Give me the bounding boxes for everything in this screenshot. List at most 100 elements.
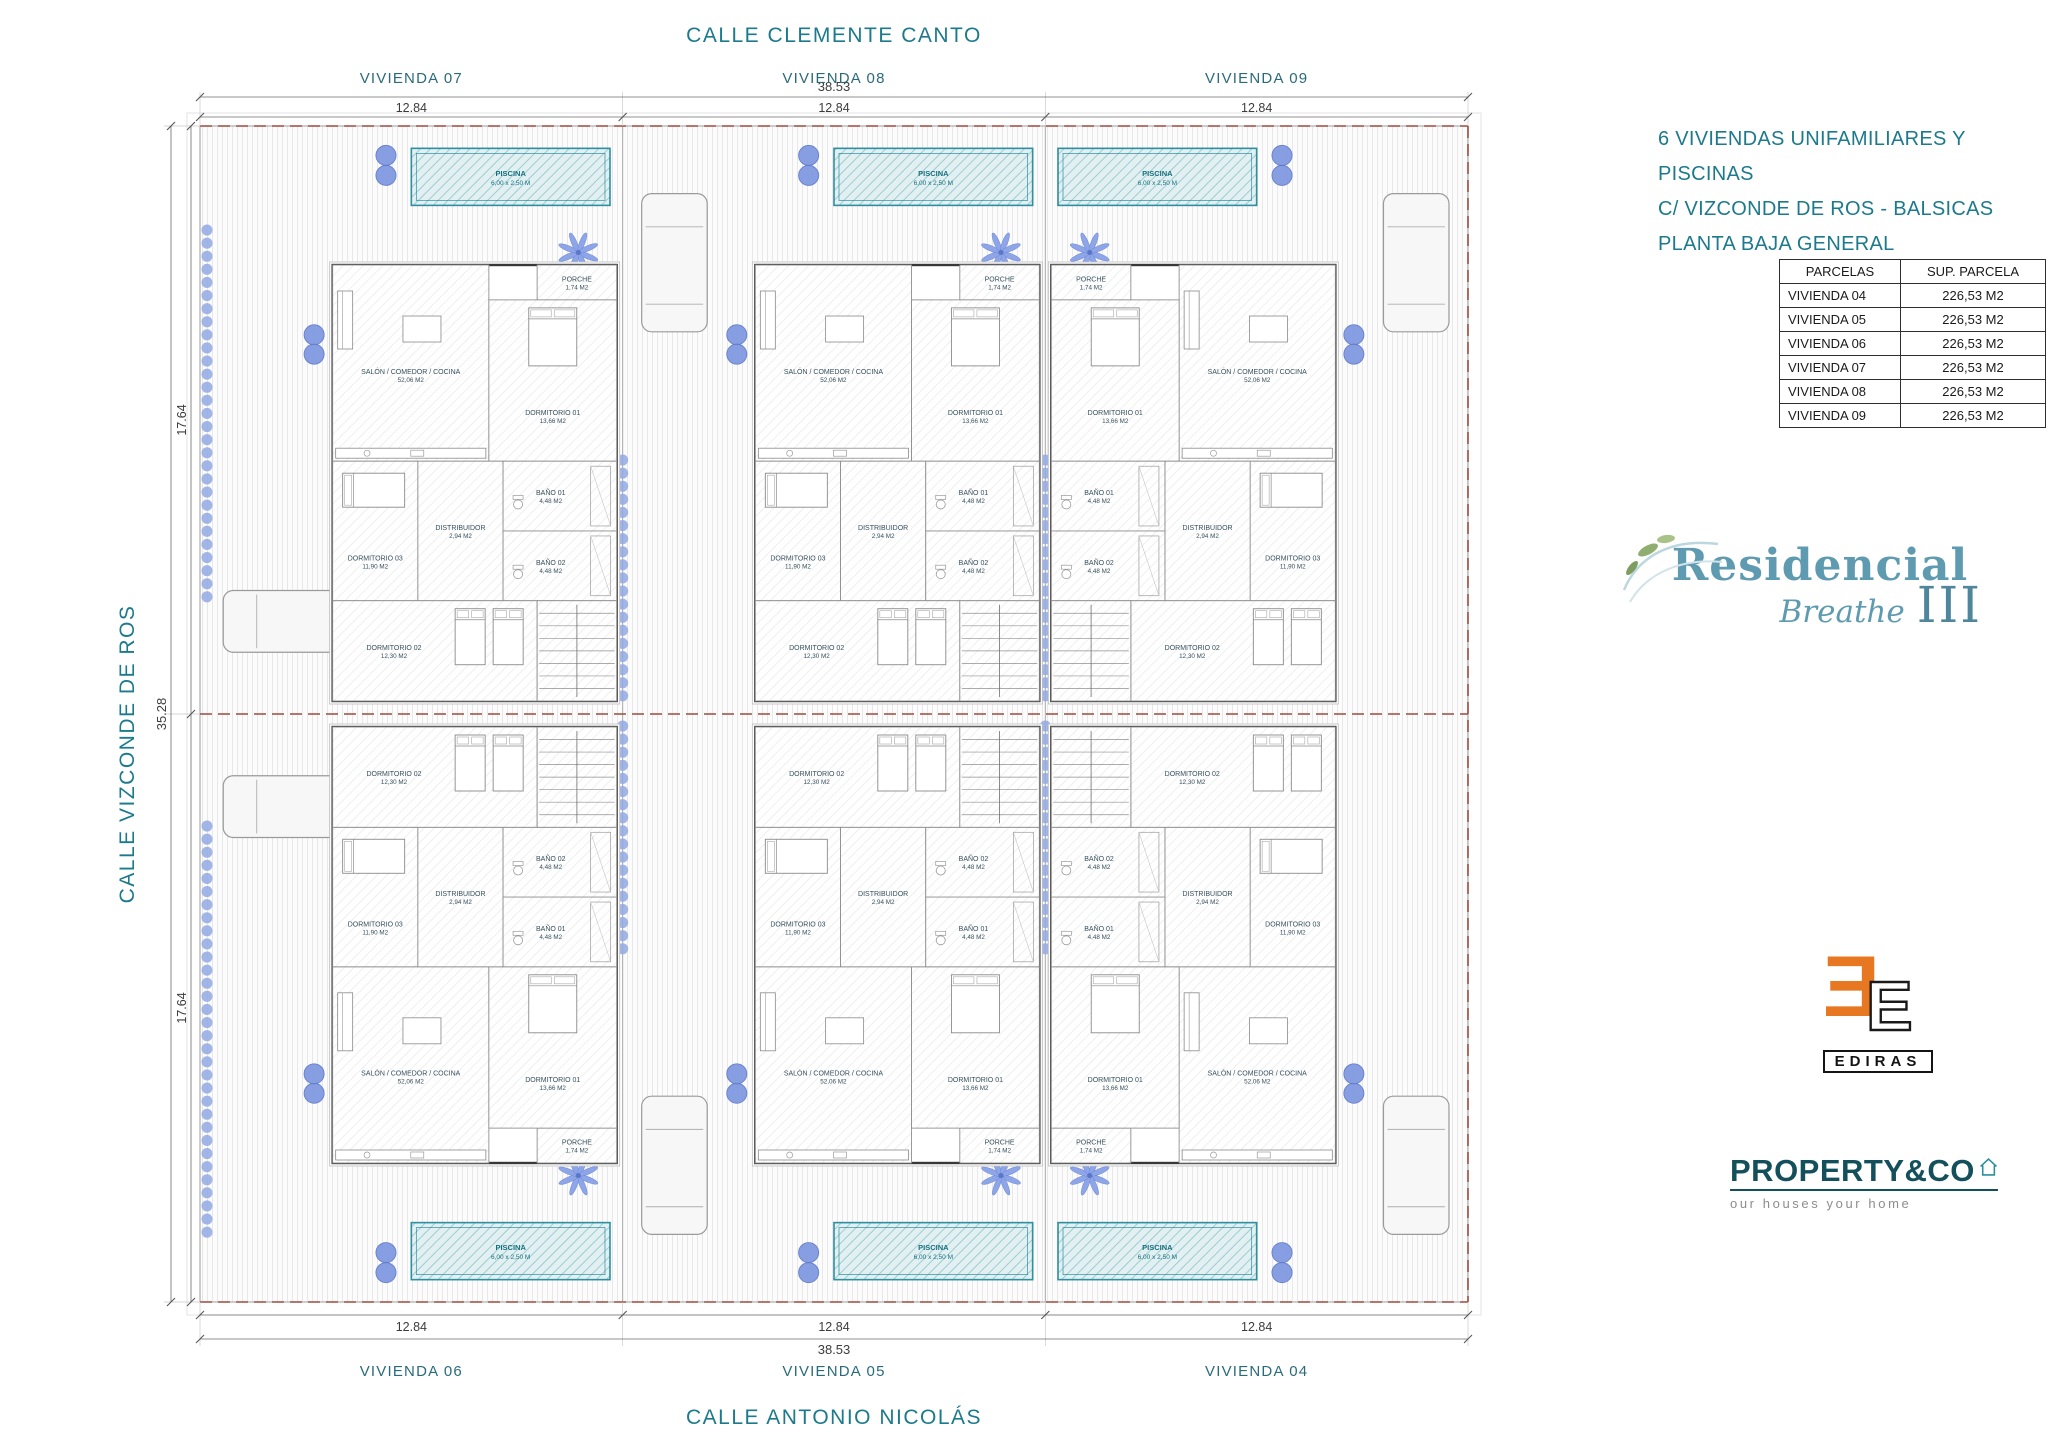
tree-icon — [726, 324, 748, 346]
property-co-logo: PROPERTY&CO our houses your home — [1730, 1148, 1998, 1211]
room-label: DORMITORIO 03 — [770, 922, 825, 929]
palm-tree-icon — [1069, 1155, 1110, 1196]
room-label: BAÑO 01 — [959, 924, 989, 933]
room-label: SALÓN / COMEDOR / COCINA — [784, 1069, 884, 1078]
leaf-decoration-icon — [1622, 534, 1723, 603]
room-label: DISTRIBUIDOR — [858, 891, 908, 898]
tree-icon — [726, 1082, 748, 1104]
room-area: 11,90 M2 — [1280, 564, 1306, 571]
room-porche — [536, 1127, 618, 1164]
room-label: SALÓN / COMEDOR / COCINA — [361, 367, 461, 376]
toilet-icon — [1061, 865, 1072, 876]
dining-table-icon — [825, 1017, 865, 1045]
project-plan-name: PLANTA BAJA GENERAL — [1658, 233, 1895, 255]
bed-icon — [492, 608, 524, 666]
pool-label: PISCINA — [1142, 169, 1173, 178]
bed-icon — [877, 608, 909, 666]
sofa-icon — [337, 290, 354, 350]
ediras-logo: E E EDIRAS — [1812, 938, 1944, 1073]
room-area: 4,48 M2 — [962, 934, 985, 941]
room-area: 12,30 M2 — [804, 653, 831, 660]
cell-parcela-name: VIVIENDA 08 — [1779, 379, 1901, 404]
room-area: 4,48 M2 — [962, 498, 985, 505]
dim-total-height: 35.28 — [154, 698, 169, 731]
tree-icon — [798, 164, 820, 186]
room-distrib — [840, 826, 927, 968]
sofa-icon — [1183, 992, 1200, 1052]
tree-icon — [303, 1082, 325, 1104]
room-salon — [754, 966, 912, 1164]
tree-icon — [1271, 164, 1293, 186]
room-label: DISTRIBUIDOR — [435, 525, 485, 532]
room-distrib — [840, 460, 927, 602]
pool-size-label: 6,00 x 2,50 M — [914, 1254, 953, 1261]
bed-icon — [1290, 608, 1322, 666]
room-label: PORCHE — [985, 276, 1015, 283]
cell-parcela-name: VIVIENDA 07 — [1779, 355, 1901, 380]
room-label: DORMITORIO 01 — [948, 410, 1003, 417]
bed-icon — [528, 307, 578, 367]
room-area: 11,90 M2 — [785, 930, 811, 937]
room-label: DORMITORIO 01 — [948, 1077, 1003, 1084]
bed-icon — [764, 838, 828, 874]
room-area: 52,06 M2 — [398, 377, 425, 384]
room-area: 4,48 M2 — [1088, 934, 1111, 941]
shower-icon — [1012, 901, 1034, 963]
tree-icon — [1343, 324, 1365, 346]
property-underline — [1730, 1189, 1998, 1191]
cell-parcela-name: VIVIENDA 05 — [1779, 307, 1901, 332]
shower-icon — [1012, 465, 1034, 527]
room-label: DORMITORIO 03 — [348, 556, 403, 563]
bed-icon — [1252, 734, 1284, 792]
shower-icon — [590, 901, 612, 963]
room-area: 2,94 M2 — [872, 533, 895, 540]
room-label: BAÑO 02 — [1084, 854, 1114, 863]
room-salon — [1178, 264, 1336, 462]
room-label: PORCHE — [562, 1140, 592, 1147]
shower-icon — [1138, 465, 1160, 527]
room-area: 2,94 M2 — [1196, 533, 1219, 540]
room-area: 13,66 M2 — [540, 418, 567, 425]
room-area: 1,74 M2 — [566, 1148, 589, 1155]
car-icon — [641, 1095, 708, 1235]
cell-parcela-name: VIVIENDA 06 — [1779, 331, 1901, 356]
room-area: 52,06 M2 — [820, 377, 847, 384]
room-area: 11,90 M2 — [362, 930, 388, 937]
room-salon — [1178, 966, 1336, 1164]
bed-icon — [950, 974, 1000, 1034]
room-label: SALÓN / COMEDOR / COCINA — [1208, 1069, 1308, 1078]
svg-text:E: E — [1866, 967, 1913, 1040]
bed-icon — [915, 608, 947, 666]
vivienda-label-top: VIVIENDA 09 — [1205, 70, 1308, 87]
room-area: 12,30 M2 — [381, 779, 408, 786]
vivienda-label-bottom: VIVIENDA 04 — [1205, 1363, 1308, 1380]
toilet-icon — [1061, 935, 1072, 946]
dining-table-icon — [402, 1017, 442, 1045]
room-label: DORMITORIO 03 — [348, 922, 403, 929]
room-distrib — [417, 826, 504, 968]
dim-total-width-bottom: 38.53 — [818, 1342, 851, 1357]
house-icon — [1979, 1157, 1997, 1176]
toilet-icon — [513, 865, 523, 876]
room-salon — [332, 966, 490, 1164]
room-label: BAÑO 02 — [1084, 558, 1114, 567]
pool-size-label: 6,00 x 2,50 M — [491, 180, 530, 187]
room-label: DORMITORIO 02 — [366, 645, 421, 652]
pool-label: PISCINA — [495, 1243, 526, 1252]
table-header-sup-parcela: SUP. PARCELA — [1900, 259, 2046, 284]
room-label: DORMITORIO 02 — [789, 771, 844, 778]
shower-icon — [1138, 831, 1160, 893]
cell-sup-parcela: 226,53 M2 — [1900, 331, 2046, 356]
cell-parcela-name: VIVIENDA 04 — [1779, 283, 1901, 308]
room-label: DORMITORIO 02 — [1165, 645, 1220, 652]
room-area: 12,30 M2 — [1179, 779, 1206, 786]
room-area: 52,06 M2 — [1244, 377, 1271, 384]
room-salon — [332, 264, 490, 462]
